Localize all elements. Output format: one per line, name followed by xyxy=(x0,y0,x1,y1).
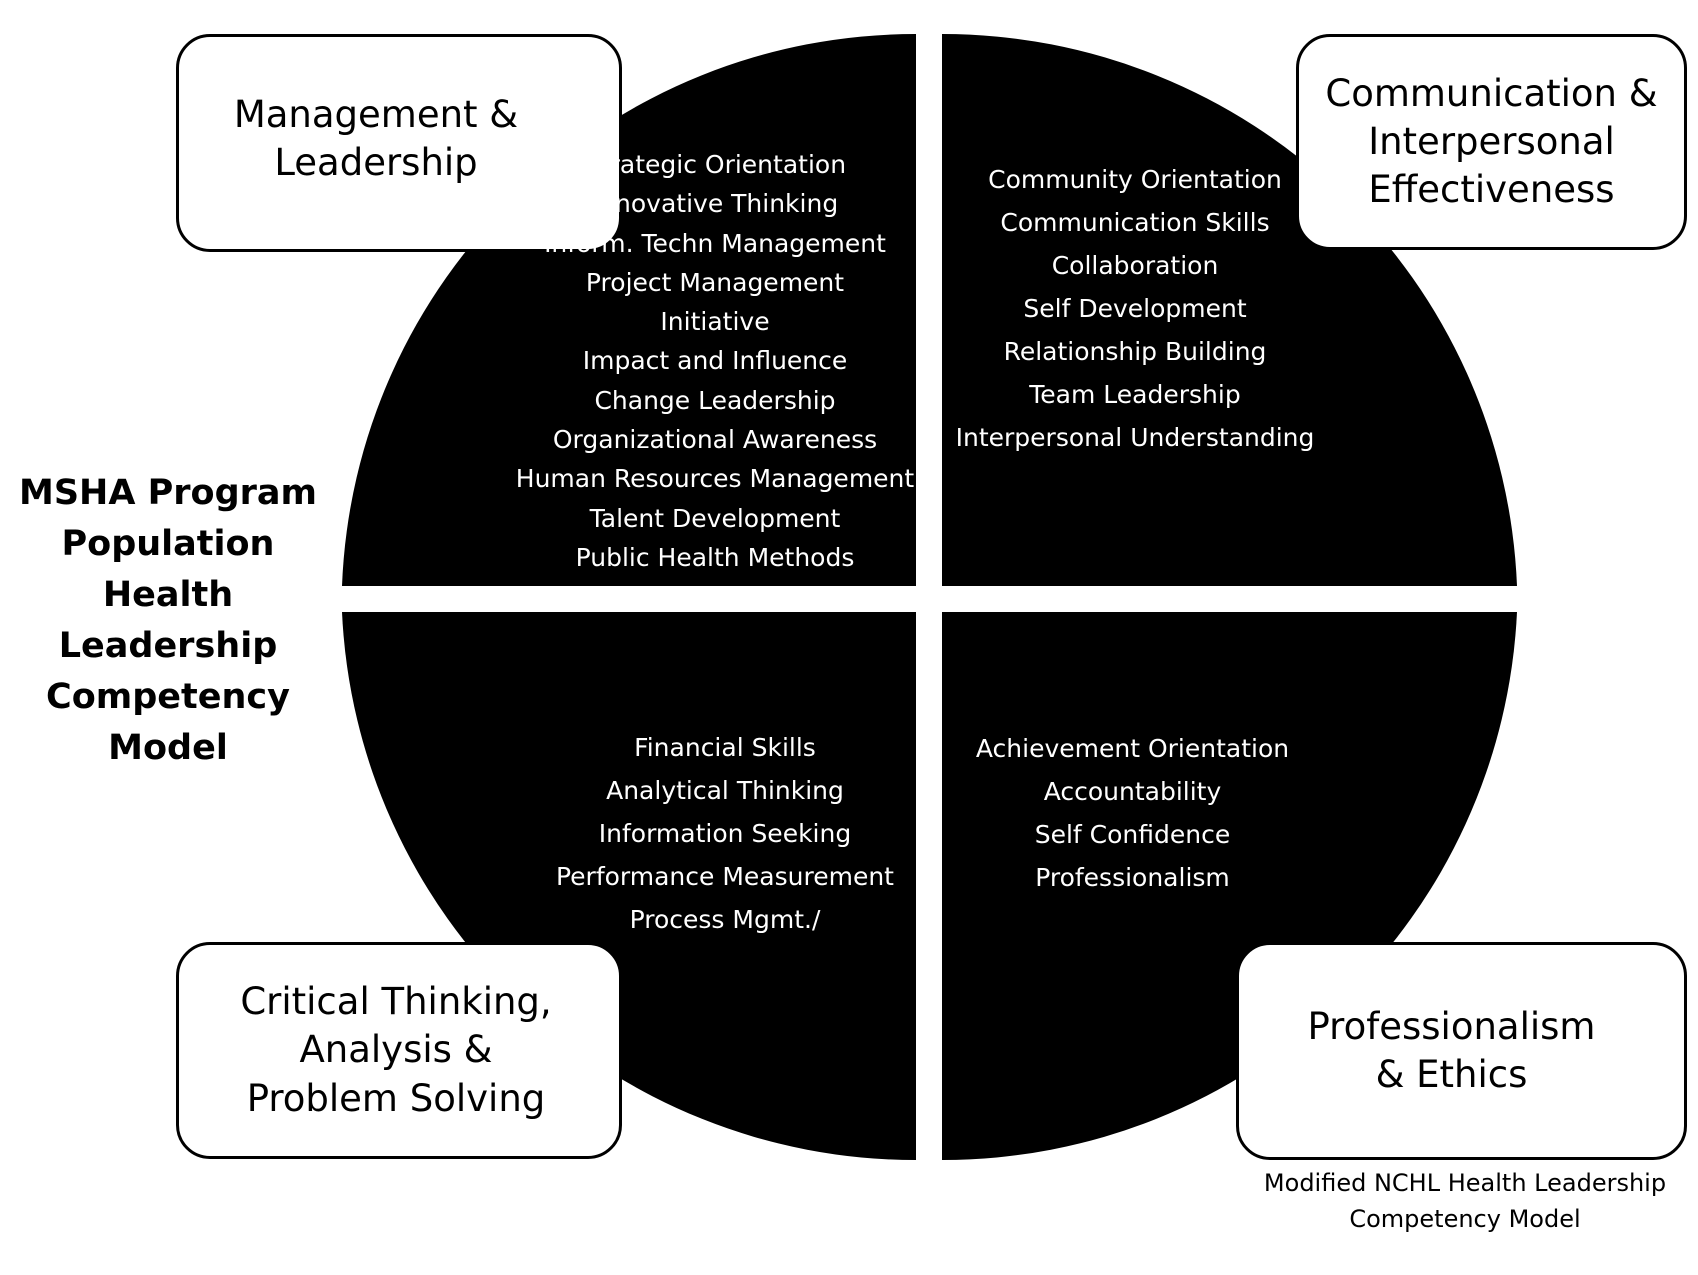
model-title-line: Leadership xyxy=(58,626,278,666)
competency-item: Analytical Thinking xyxy=(606,776,844,805)
competency-list-communication-interpersonal: Community Orientation Communication Skil… xyxy=(935,158,1335,459)
domain-box-critical-thinking: Critical Thinking, Analysis & Problem So… xyxy=(176,942,622,1159)
competency-item: Performance Measurement xyxy=(555,862,894,891)
competency-item: Interpersonal Understanding xyxy=(955,423,1315,452)
domain-box-professionalism-ethics: Professionalism & Ethics xyxy=(1236,942,1687,1160)
competency-item: Innovative Thinking xyxy=(591,189,839,219)
competency-item: Talent Development xyxy=(589,503,841,533)
competency-item: Achievement Orientation xyxy=(975,734,1290,763)
quadrant-top-left xyxy=(342,33,916,586)
competency-item: Strategic Orientation xyxy=(583,150,847,179)
domain-box-line: & Ethics xyxy=(1375,1053,1528,1096)
domain-box-line: Leadership xyxy=(274,141,478,185)
competency-item: Self Development xyxy=(1023,294,1247,323)
domain-box-communication-interpersonal: Communication & Interpersonal Effectiven… xyxy=(1296,34,1687,250)
competency-list-professionalism-ethics: Achievement Orientation Accountability S… xyxy=(960,727,1305,899)
domain-box-line: Management & xyxy=(233,93,519,136)
competency-item: Accountability xyxy=(1043,777,1222,806)
competency-item: Relationship Building xyxy=(1003,337,1267,366)
domain-box-line: Analysis & xyxy=(299,1028,493,1072)
domain-box-line: Professionalism xyxy=(1307,1004,1596,1048)
model-title-line: Model xyxy=(108,728,228,768)
domain-box-line: Problem Solving xyxy=(246,1076,546,1120)
competency-item: Human Resources Management xyxy=(515,464,915,494)
competency-item: Self Confidence xyxy=(1034,820,1231,849)
source-note-line: Modified NCHL Health Leadership xyxy=(1263,1169,1667,1197)
competency-item: Public Health Methods xyxy=(575,542,855,572)
competency-item: Change Leadership xyxy=(594,385,836,415)
competency-item: Financial Skills xyxy=(634,733,816,762)
competency-item: Team Leadership xyxy=(1029,380,1241,409)
competency-item: Professionalism xyxy=(1035,863,1230,892)
source-note: Modified NCHL Health Leadership Competen… xyxy=(1240,1165,1690,1237)
quadrant-top-right xyxy=(942,33,1517,587)
competency-item: Collaboration xyxy=(1051,251,1219,280)
competency-list-critical-thinking: Financial Skills Analytical Thinking Inf… xyxy=(540,726,910,941)
domain-box-line: Communication & xyxy=(1325,71,1658,115)
model-title-line: Population Health xyxy=(61,524,275,615)
competency-item: Organizational Awareness xyxy=(552,425,878,455)
domain-box-line: Critical Thinking, xyxy=(240,980,552,1024)
competency-item: Process Mgmt./ xyxy=(629,905,821,934)
competency-item: Impact and Influence xyxy=(582,346,848,376)
domain-box-line: Effectiveness xyxy=(1368,168,1615,212)
competency-item: Community Orientation xyxy=(988,165,1282,194)
competency-item: Inform. Techn Management xyxy=(544,228,886,258)
model-title-line: Competency xyxy=(46,677,290,717)
domain-box-line: Interpersonal xyxy=(1368,119,1615,163)
competency-item: Project Management xyxy=(585,267,845,297)
competency-item: Information Seeking xyxy=(598,819,852,848)
model-title-line: MSHA Program xyxy=(19,473,317,513)
model-title: MSHA Program Population Health Leadershi… xyxy=(0,468,336,774)
quadrant-bottom-left xyxy=(342,612,916,1161)
source-note-line: Competency Model xyxy=(1349,1205,1581,1233)
competency-item: Initiative xyxy=(660,307,770,337)
domain-box-management-leadership: Management & Leadership xyxy=(176,34,622,252)
quadrant-bottom-right xyxy=(942,612,1517,1161)
competency-item: Communication Skills xyxy=(1000,208,1270,237)
competency-list-management-leadership: Strategic Orientation Innovative Thinkin… xyxy=(500,145,930,577)
